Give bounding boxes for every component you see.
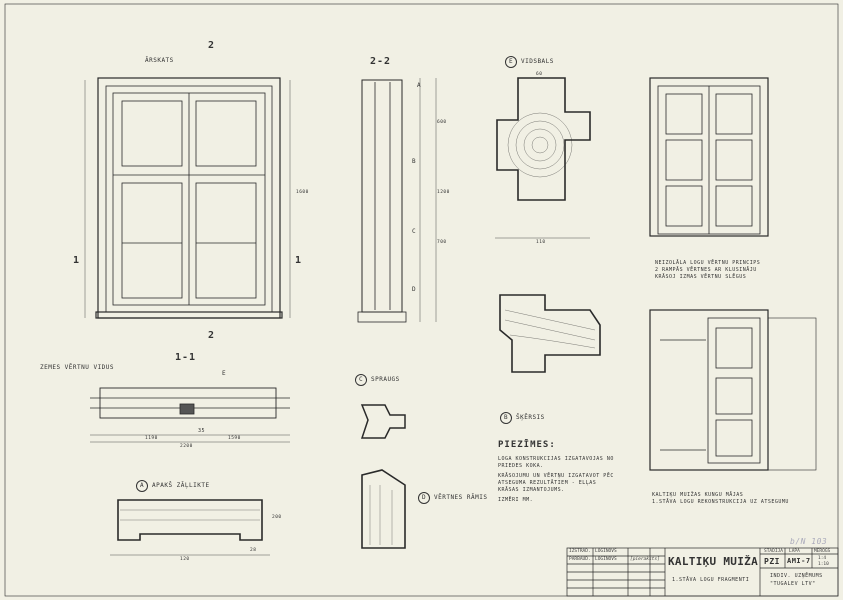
- callout-d: D: [412, 286, 417, 293]
- role-checked: PĀRBAUD.: [569, 557, 591, 562]
- dim: 60: [536, 72, 543, 77]
- caption-window-reconstruction: KALTIĶU MUIŽAS KUNGU MĀJAS 1.STĀVA LOGU …: [652, 492, 789, 505]
- org-line-1: INDIV. UZŅĒMUMS: [770, 573, 823, 579]
- window-principle: [649, 77, 769, 237]
- wood-grain-e: [507, 112, 573, 178]
- role-drawn-name: LOGINOVS: [595, 549, 617, 554]
- section-marker-1-right: 1: [295, 255, 303, 266]
- callout-b: B: [412, 158, 417, 165]
- callout-a: A: [417, 82, 422, 89]
- dim: 1190: [145, 436, 158, 441]
- dim: 1200: [437, 190, 450, 195]
- window-reconstruction: [649, 309, 817, 471]
- frame-border: [4, 3, 839, 597]
- notes: PIEZĪMES: LOGA KONSTRUKCIJAS IZGATAVOJAS…: [498, 440, 614, 503]
- section-marker-1-left: 1: [73, 255, 81, 266]
- role-checked-name: LOGINOVS: [595, 557, 617, 562]
- dim: 35: [198, 428, 206, 434]
- dim: 2200: [180, 444, 193, 449]
- section-marker-2-top: 2: [208, 40, 216, 51]
- sheet-value: AMI-7: [787, 557, 811, 565]
- callout-e: E: [222, 370, 227, 377]
- detail-b-profile: [499, 294, 601, 373]
- dim: 200: [272, 515, 282, 520]
- scale-value-1: 1:4: [818, 556, 827, 561]
- signature: [pieraksts]: [630, 557, 660, 562]
- section-marker-2-bottom: 2: [208, 330, 216, 341]
- detail-c-profile: [360, 404, 406, 439]
- dim: 120: [180, 557, 190, 562]
- stage-label: STADIJA: [764, 549, 783, 554]
- section-2-2: [357, 78, 437, 323]
- detail-d-profile: [361, 469, 406, 549]
- section-1-1-title: 1-1: [175, 352, 197, 363]
- caption-window-principle: NEIZOLĀLA LOGU VĒRTNU PRINCIPS 2 RAMPĀS …: [655, 260, 761, 280]
- title-block-frame: [566, 547, 839, 597]
- window-elevation: [84, 77, 291, 319]
- dim: 1600: [296, 190, 309, 195]
- org-line-2: "TUGALEV LTV": [770, 581, 816, 587]
- dim: 600: [437, 120, 447, 125]
- stage-value: PZI: [764, 557, 780, 566]
- drawing-subtitle: 1.STĀVA LOGU FRAGMENTI: [672, 577, 750, 583]
- dim: 110: [536, 240, 546, 245]
- detail-e-profile: [496, 77, 591, 201]
- project-title: KALTIĶU MUIŽA: [668, 555, 758, 568]
- scale-label: MĒROGS: [814, 549, 831, 554]
- callout-c: C: [412, 228, 417, 235]
- elevation-label: ĀRSKATS: [145, 57, 174, 64]
- sheet-label: LAPA: [789, 549, 800, 554]
- scale-value-2: 1:10: [818, 562, 829, 567]
- section-1-1: [90, 387, 290, 443]
- section-2-2-title: 2-2: [370, 56, 392, 67]
- role-drawn: IZSTRĀD.: [569, 549, 591, 554]
- detail-a-profile: [117, 499, 263, 541]
- dim: 1590: [228, 436, 241, 441]
- handwritten-note: b/N 103: [790, 537, 828, 546]
- glass-label: ZEMES VĒRTNU VIDUS: [40, 364, 115, 371]
- dim: 700: [437, 240, 447, 245]
- dim: 28: [250, 548, 257, 553]
